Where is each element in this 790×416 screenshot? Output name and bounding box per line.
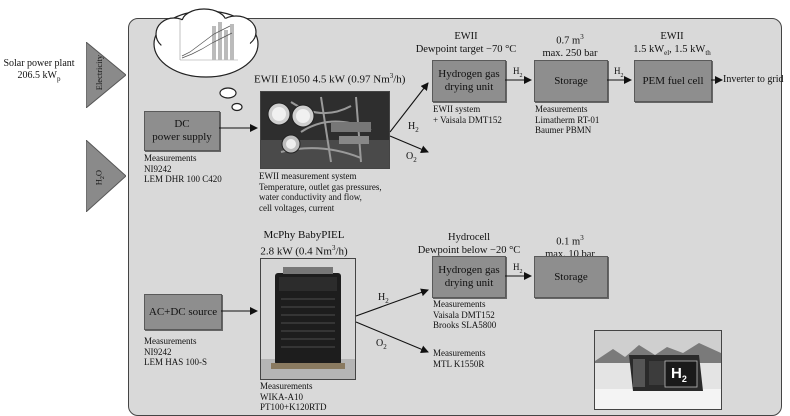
top-drying-unit-box: Hydrogen gas drying unit <box>432 60 506 102</box>
ewii-o2-arrow <box>389 135 429 153</box>
inverter-label: Inverter to grid <box>723 74 784 85</box>
top-drying-measurements: EWII system + Vaisala DMT152 <box>433 104 502 125</box>
top-drying-unit-line2: drying unit <box>444 81 494 93</box>
bottom-storage-header-line1: 0.1 m3 <box>556 234 584 248</box>
bottom-drying-header-line2: Dewpoint below −20 °C <box>417 244 521 256</box>
top-storage-fuelcell-h2-label: H2 <box>614 66 624 79</box>
acdc-measurements: Measurements NI9242 LEM HAS 100-S <box>144 336 207 368</box>
solar-plant-label: Solar power plant 206.5 kWp <box>2 58 76 85</box>
mcphy-measurement-line: Measurements <box>260 381 313 391</box>
top-storage-header: 0.7 m3 max. 250 bar <box>528 31 612 61</box>
ewii-measurement-line: Temperature, outlet gas pressures, <box>259 181 382 192</box>
mcphy-h2-arrow <box>355 288 429 317</box>
top-drying-unit-line1: Hydrogen gas <box>438 68 500 80</box>
top-storage-measurement-line: Measurements <box>535 104 588 114</box>
ewii-measurement-line: cell voltages, current <box>259 202 335 213</box>
pem-fuel-cell-label: PEM fuel cell <box>642 74 704 87</box>
bottom-storage-label: Storage <box>554 270 588 283</box>
o2-measurement-line: Measurements <box>433 348 486 358</box>
dc-power-supply-line2: power supply <box>152 131 212 143</box>
fuel-cell-header-line2: 1.5 kWel, 1.5 kWth <box>633 43 711 57</box>
bottom-storage-box: Storage <box>534 256 608 298</box>
top-drying-measurement-line: EWII system <box>433 104 481 114</box>
mcphy-o2-label: O2 <box>376 338 387 351</box>
ewii-electrolyzer-title: EWII E1050 4.5 kW (0.97 Nm3/h) <box>254 72 406 86</box>
ewii-measurement-system: EWII measurement system Temperature, out… <box>259 171 382 213</box>
container-h2-sign: H2 <box>671 365 687 385</box>
bottom-drying-unit-line1: Hydrogen gas <box>438 264 500 276</box>
mcphy-h2-label: H2 <box>378 292 389 305</box>
top-storage-box: Storage <box>534 60 608 102</box>
ewii-measurement-line: EWII measurement system <box>259 171 357 181</box>
cloud-mini-chart <box>179 20 238 61</box>
bottom-drying-measurement-line: Measurements <box>433 299 486 309</box>
bottom-drying-measurements: Measurements Vaisala DMT152 Brooks SLA58… <box>433 299 496 331</box>
top-drying-header-line2: Dewpoint target −70 °C <box>415 43 517 55</box>
top-storage-measurements: Measurements Limatherm RT-01 Baumer PBMN <box>535 104 599 136</box>
mcphy-measurement-line: WIKA-A10 <box>260 391 303 402</box>
top-storage-measurement-line: Limatherm RT-01 <box>535 114 600 125</box>
thought-cloud <box>153 8 259 112</box>
dc-measurements-line: NI9242 <box>144 163 172 174</box>
bottom-drying-header-line1: Hydrocell <box>448 232 490 243</box>
bottom-drying-measurement-line: Brooks SLA5800 <box>433 320 497 330</box>
top-drying-measurement-line: + Vaisala DMT152 <box>433 114 502 125</box>
o2-measurements: Measurements MTL K1550R <box>433 348 485 369</box>
mcphy-title-line2: 2.8 kW (0.4 Nm3/h) <box>260 244 348 258</box>
acdc-source-box: AC+DC source <box>144 294 222 330</box>
dc-measurements-line: LEM DHR 100 C420 <box>144 174 222 184</box>
top-storage-label: Storage <box>554 74 588 87</box>
water-input-arrow <box>86 140 126 212</box>
bottom-drying-storage-h2-label: H2 <box>513 262 523 275</box>
mcphy-o2-arrow <box>355 321 429 353</box>
acdc-measurement-line: LEM HAS 100-S <box>144 357 208 367</box>
acdc-source-label: AC+DC source <box>148 305 218 318</box>
mcphy-title: McPhy BabyPIEL 2.8 kW (0.4 Nm3/h) <box>256 229 352 259</box>
top-storage-measurement-line: Baumer PBMN <box>535 125 592 135</box>
acdc-measurement-line: NI9242 <box>144 346 172 357</box>
bottom-drying-unit-line2: drying unit <box>444 277 494 289</box>
ewii-measurement-line: water conductivity and flow, <box>259 192 362 202</box>
mcphy-electrolyzer-photo <box>260 258 356 380</box>
solar-plant-label-line2: 206.5 kWp <box>17 70 61 83</box>
top-storage-header-line2: max. 250 bar <box>542 48 598 59</box>
mcphy-measurement-line: PT100+K120RTD <box>260 402 327 412</box>
dc-power-supply-line1: DC <box>174 118 190 130</box>
top-storage-header-line1: 0.7 m3 <box>556 33 584 47</box>
ewii-electrolyzer-photo <box>260 91 390 169</box>
solar-plant-label-line1: Solar power plant <box>3 58 75 69</box>
ewii-o2-label: O2 <box>406 151 417 164</box>
bottom-drying-header: Hydrocell Dewpoint below −20 °C <box>414 232 524 257</box>
ewii-h2-label: H2 <box>408 121 419 134</box>
top-drying-header: EWII Dewpoint target −70 °C <box>414 31 518 56</box>
ewii-h2-arrow <box>389 82 429 133</box>
dc-measurements-line: Measurements <box>144 153 197 163</box>
fuel-cell-header-line1: EWII <box>660 31 684 42</box>
electricity-input-arrow <box>86 42 126 108</box>
acdc-measurement-line: Measurements <box>144 336 197 346</box>
dc-power-supply-box: DC power supply <box>144 111 220 151</box>
bottom-drying-unit-box: Hydrogen gas drying unit <box>432 256 506 298</box>
bottom-drying-measurement-line: Vaisala DMT152 <box>433 309 495 320</box>
dc-measurements: Measurements NI9242 LEM DHR 100 C420 <box>144 153 222 185</box>
mcphy-title-line1: McPhy BabyPIEL <box>263 229 345 241</box>
top-drying-storage-h2-label: H2 <box>513 66 523 79</box>
mcphy-measurements: Measurements WIKA-A10 PT100+K120RTD <box>260 381 327 413</box>
bottom-storage-header: 0.1 m3 max. 10 bar <box>528 232 612 262</box>
fuel-cell-header: EWII 1.5 kWel, 1.5 kWth <box>624 31 720 59</box>
pem-fuel-cell-box: PEM fuel cell <box>634 60 712 102</box>
o2-measurement-line: MTL K1550R <box>433 358 485 369</box>
container-photo: H2 <box>594 330 722 410</box>
bottom-storage-header-line2: max. 10 bar <box>545 249 595 260</box>
top-drying-header-line1: EWII <box>454 31 478 42</box>
